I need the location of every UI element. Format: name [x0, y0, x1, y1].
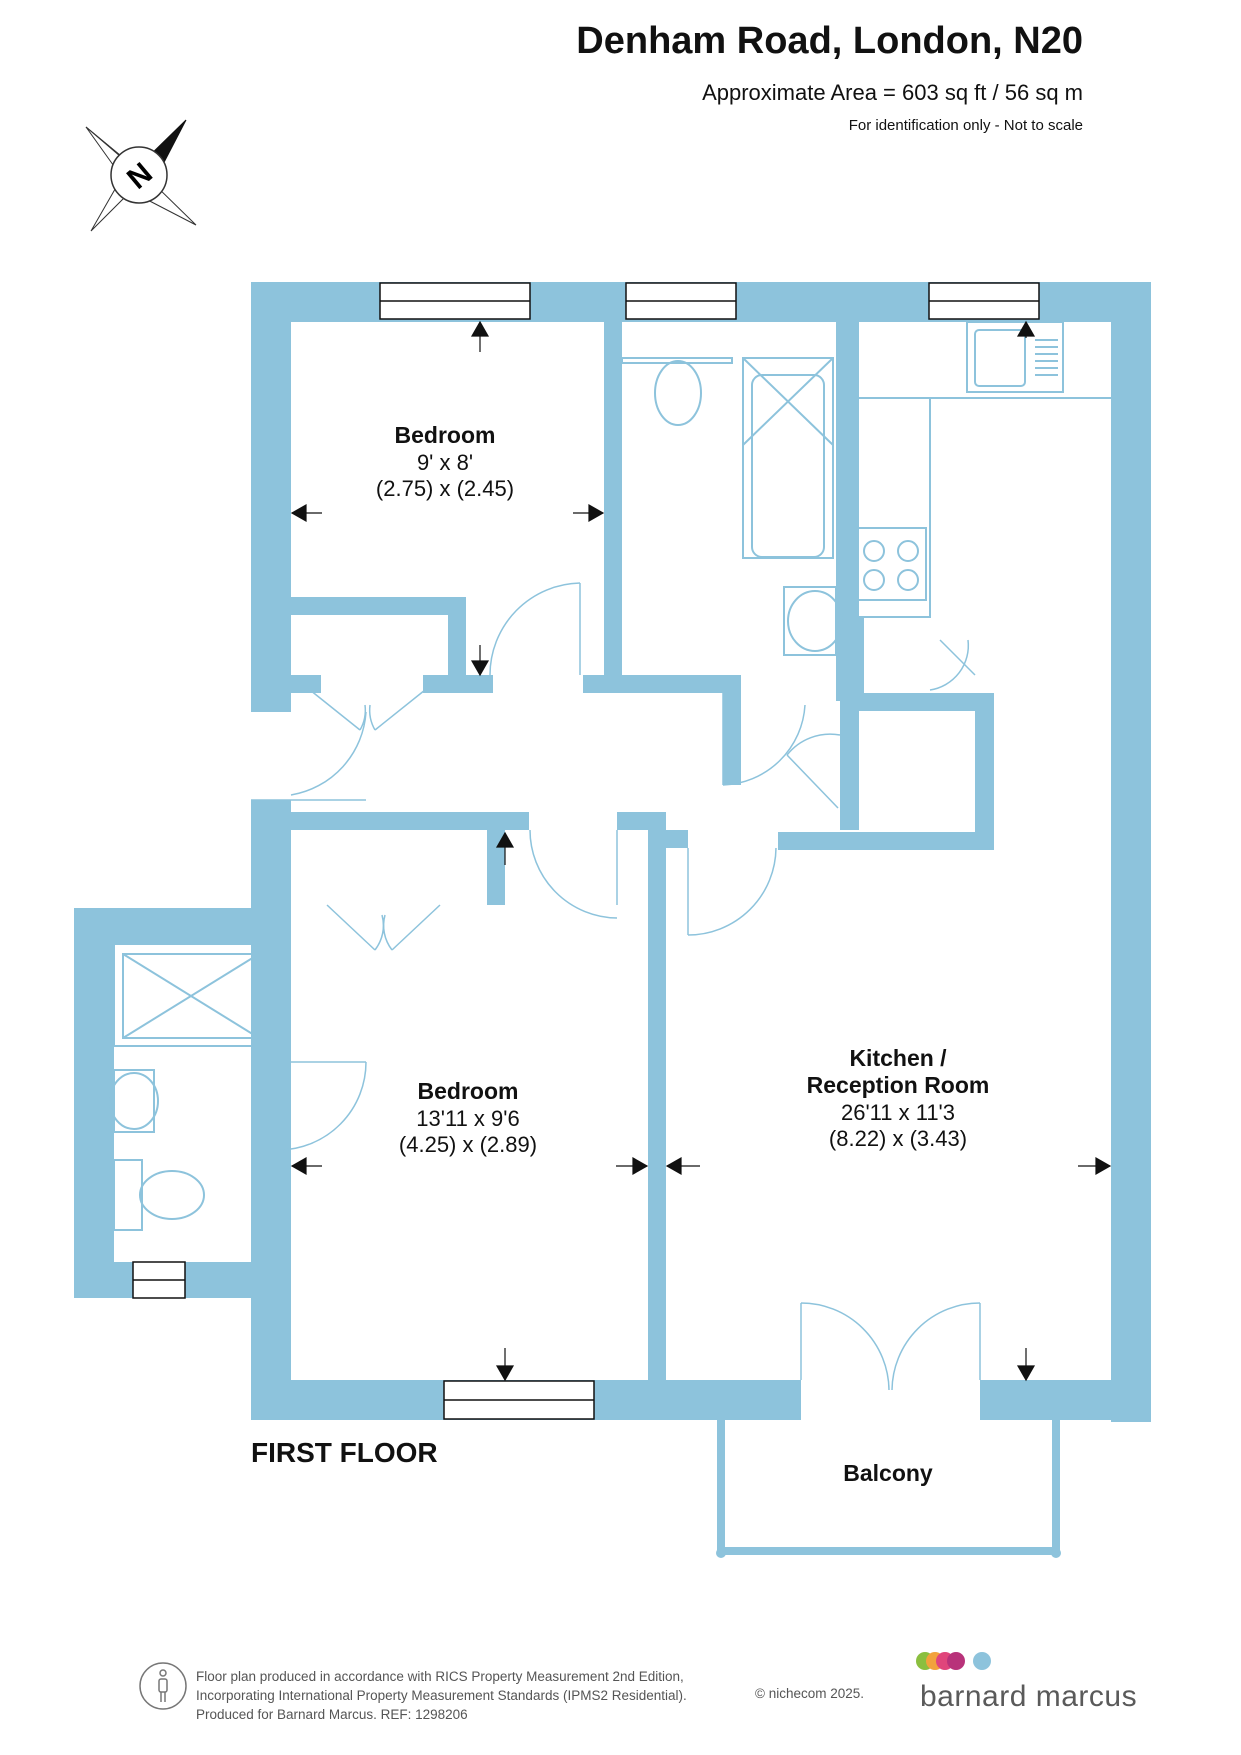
- fixtures: [109, 321, 1111, 1231]
- walls: [74, 282, 1151, 1422]
- page-title: Denham Road, London, N20: [576, 20, 1083, 62]
- balcony-name: Balcony: [843, 1460, 933, 1486]
- dimension-arrows: [290, 320, 1112, 1382]
- footer-line-3: Produced for Barnard Marcus. REF: 129820…: [196, 1707, 468, 1722]
- footer-text: Floor plan produced in accordance with R…: [196, 1667, 687, 1724]
- bedroom1-name: Bedroom: [395, 422, 496, 448]
- kitchen-name-line1: Kitchen /: [849, 1045, 947, 1071]
- bedroom1-metric: (2.75) x (2.45): [376, 476, 514, 501]
- bedroom1-imperial: 9' x 8': [417, 450, 473, 475]
- compass-icon: N: [85, 119, 197, 232]
- balcony-railing: [716, 1420, 1061, 1558]
- windows: [132, 282, 1040, 1420]
- approximate-area: Approximate Area = 603 sq ft / 56 sq m: [702, 80, 1083, 105]
- kitchen-name-line2: Reception Room: [807, 1072, 990, 1098]
- footer-line-1: Floor plan produced in accordance with R…: [196, 1669, 684, 1684]
- bedroom2-name: Bedroom: [418, 1078, 519, 1104]
- brand-logo-dots: [916, 1652, 991, 1670]
- doors: [251, 582, 981, 1391]
- room-labels: Bedroom 9' x 8' (2.75) x (2.45) Bedroom …: [376, 422, 989, 1486]
- brand-name: barnard marcus: [920, 1680, 1138, 1713]
- person-icon: [139, 1662, 187, 1710]
- footer-line-2: Incorporating International Property Mea…: [196, 1688, 687, 1703]
- kitchen-metric: (8.22) x (3.43): [829, 1126, 967, 1151]
- bedroom2-metric: (4.25) x (2.89): [399, 1132, 537, 1157]
- copyright: © nichecom 2025.: [755, 1686, 865, 1701]
- scale-note: For identification only - Not to scale: [848, 117, 1083, 134]
- floor-label: FIRST FLOOR: [251, 1437, 438, 1468]
- bedroom2-imperial: 13'11 x 9'6: [416, 1106, 519, 1131]
- kitchen-imperial: 26'11 x 11'3: [841, 1100, 955, 1125]
